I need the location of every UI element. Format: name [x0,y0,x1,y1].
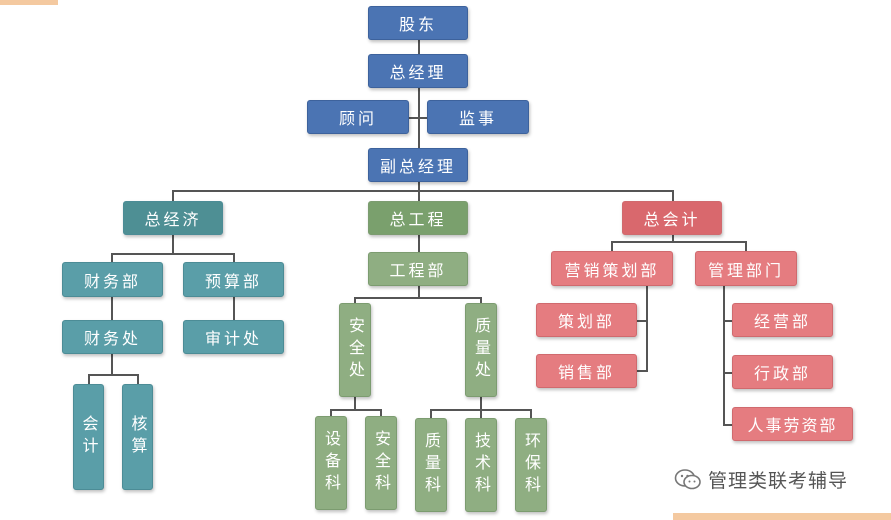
general-manager-box: 总经理 [368,54,468,88]
chief-accountant-box: 总会计 [622,201,722,235]
accent-bar-bottom [673,513,891,520]
supervisor-box: 监事 [427,100,529,134]
engineering-dept-box: 工程部 [368,252,468,286]
tech-section-box: 技术科 [465,418,497,512]
watermark: 管理类联考辅导 [674,466,848,493]
safety-section-box: 安全科 [365,416,397,510]
safety-office-box: 安全处 [339,303,371,397]
finance-dept-box: 财务部 [62,262,163,297]
sales-dept-box: 销售部 [536,354,637,388]
chief-engineer-box: 总工程 [368,201,468,235]
deputy-gm-box: 副总经理 [368,148,468,182]
marketing-dept-box: 营销策划部 [551,251,673,286]
equipment-section-box: 设备科 [315,416,347,510]
operations-dept-box: 经营部 [732,303,833,337]
wechat-icon [674,468,702,492]
admin-dept-box: 行政部 [732,355,833,389]
finance-office-box: 财务处 [62,320,163,354]
chief-economist-box: 总经济 [123,201,223,235]
hr-dept-box: 人事劳资部 [732,407,853,441]
quality-section-box: 质量科 [415,418,447,512]
audit-office-box: 审计处 [183,320,284,354]
costing-box: 核算 [122,384,153,490]
accent-bar-top [0,0,58,5]
planning-dept-box: 策划部 [536,303,637,337]
budget-dept-box: 预算部 [183,262,284,297]
management-dept-box: 管理部门 [695,251,797,286]
watermark-text: 管理类联考辅导 [708,470,849,492]
accounting-box: 会计 [73,384,104,490]
quality-office-box: 质量处 [465,303,497,397]
advisor-box: 顾问 [307,100,409,134]
env-section-box: 环保科 [515,418,547,512]
shareholders-box: 股东 [368,6,468,40]
